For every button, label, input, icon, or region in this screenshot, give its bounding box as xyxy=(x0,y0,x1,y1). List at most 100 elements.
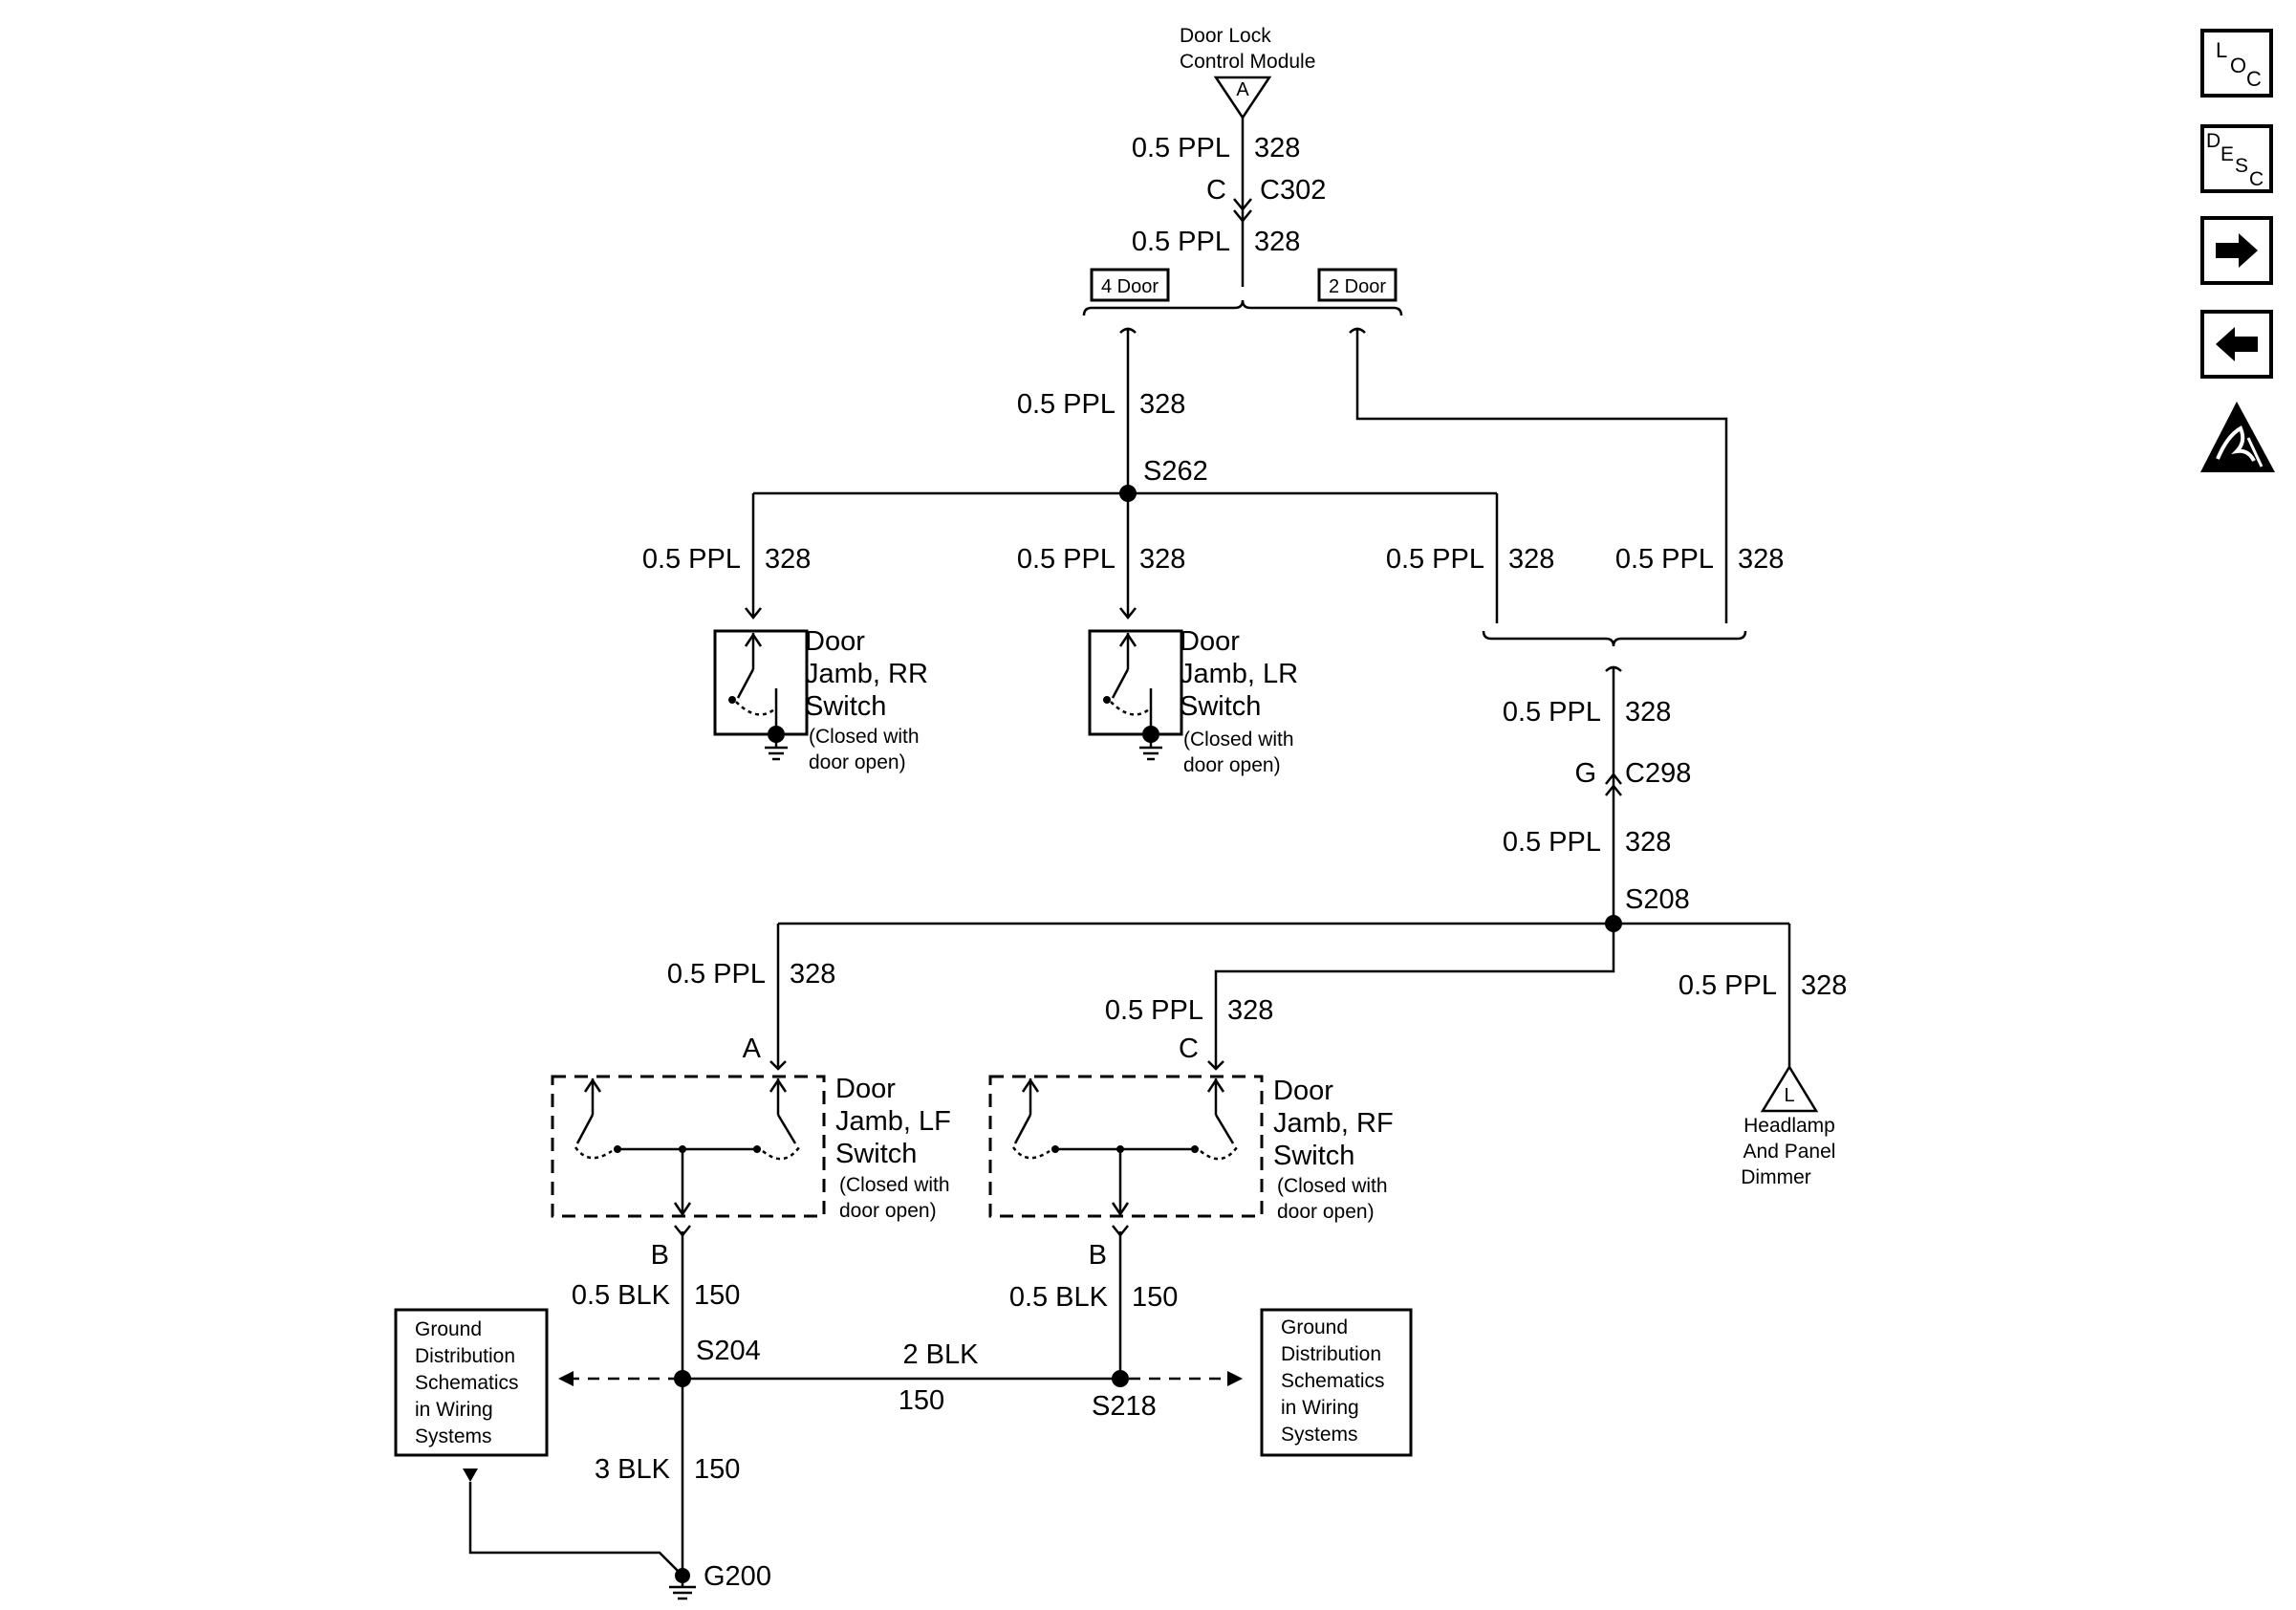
two-door-option-label: 2 Door xyxy=(1329,276,1386,297)
c302-wire-bottom: 0.5 PPL xyxy=(1132,227,1230,257)
lr-switch-note-2: door open) xyxy=(1183,754,1281,776)
ground-ref-left-line1: Ground xyxy=(415,1318,482,1340)
ground-distribution-ref-right[interactable] xyxy=(1260,1308,1413,1457)
next-page-button[interactable] xyxy=(2200,216,2273,285)
lf-switch-label-3: Switch xyxy=(835,1139,917,1169)
s218-splice-dot xyxy=(1112,1370,1129,1387)
desc-letter-d: D xyxy=(2206,130,2220,152)
rr-wire-size: 0.5 PPL xyxy=(642,544,741,575)
rf-right-blade xyxy=(1214,1114,1235,1144)
c298-wire-circuit-top: 328 xyxy=(1625,697,1671,728)
rr-switch-label-2: Jamb, RR xyxy=(805,659,928,689)
ground-ref-right-line1: Ground xyxy=(1281,1316,1348,1338)
ground-ref-left-line2: Distribution xyxy=(415,1345,515,1367)
rf-common-dot-left xyxy=(1051,1145,1059,1153)
lf-switch-note-1: (Closed with xyxy=(839,1174,950,1196)
description-button[interactable]: D E S C xyxy=(2200,124,2273,193)
arrow-right-icon xyxy=(2216,233,2258,268)
g200-splice-dot xyxy=(675,1568,690,1583)
rr-ground-dot xyxy=(768,726,785,743)
rf-left-arrow xyxy=(1021,1077,1040,1093)
lf-right-arrow xyxy=(769,1077,788,1093)
lr-switch-label-1: Door xyxy=(1180,626,1240,657)
rr-pivot xyxy=(728,696,736,704)
lf-left-arc xyxy=(574,1146,613,1160)
c298-pin: G xyxy=(1574,758,1596,789)
lr-wire-circuit: 328 xyxy=(1139,544,1185,575)
lr-dashed-arc xyxy=(1110,701,1150,716)
c302-circuit-top: 328 xyxy=(1254,133,1300,163)
lr-switch-blade xyxy=(1111,668,1130,699)
rf-right-arc xyxy=(1200,1146,1239,1161)
s204-reference-arrow xyxy=(558,1371,574,1386)
s262-right-wire-circuit: 328 xyxy=(1508,544,1554,575)
c298-join-bracket xyxy=(1482,630,1747,647)
rf-switch-note-1: (Closed with xyxy=(1277,1175,1388,1197)
rf-pin-out: B xyxy=(1089,1240,1107,1271)
rf-right-arrow xyxy=(1206,1077,1225,1093)
rf-switch-label-2: Jamb, RF xyxy=(1273,1108,1394,1139)
location-button[interactable]: L O C xyxy=(2200,29,2273,98)
ground-distribution-ref-left[interactable] xyxy=(394,1308,549,1457)
rr-switch-label-1: Door xyxy=(805,626,865,657)
two-door-lower-wire-circuit: 328 xyxy=(1738,544,1784,575)
rf-common-dot-right xyxy=(1191,1145,1199,1153)
lr-pivot xyxy=(1103,696,1111,704)
c302-pin: C xyxy=(1206,175,1226,206)
previous-page-button[interactable] xyxy=(2200,310,2273,379)
lf-common-dot-left xyxy=(614,1145,621,1153)
c302-connector-bottom xyxy=(1233,209,1252,223)
s218-reference-arrow xyxy=(1227,1371,1243,1386)
lf-ground-wire-circuit: 150 xyxy=(694,1280,740,1311)
four-door-wire-size: 0.5 PPL xyxy=(1017,389,1116,420)
ground-ref-left-line3: Schematics xyxy=(415,1372,519,1394)
lr-switch-box xyxy=(1088,629,1183,736)
s218-label: S218 xyxy=(1092,1391,1157,1422)
dimmer-label-2: And Panel xyxy=(1744,1141,1836,1163)
ground-ref-left-arrow xyxy=(463,1469,478,1482)
arrow-left-icon xyxy=(2216,327,2258,361)
lf-connector-in xyxy=(769,1060,787,1071)
s262-label: S262 xyxy=(1143,456,1208,487)
lf-feed-wire-size: 0.5 PPL xyxy=(667,959,766,990)
ground-wire-size: 3 BLK xyxy=(595,1454,671,1485)
lf-ground-wire-size: 0.5 BLK xyxy=(572,1280,671,1311)
dimmer-connector-triangle xyxy=(1760,1064,1819,1113)
rf-ground-wire-circuit: 150 xyxy=(1132,1282,1178,1313)
lf-left-blade xyxy=(575,1114,595,1144)
lf-left-arrow xyxy=(583,1077,602,1093)
c302-circuit-bottom: 328 xyxy=(1254,227,1300,257)
c298-name: C298 xyxy=(1625,758,1691,789)
rr-switch-blade xyxy=(736,668,755,699)
lr-contact-arrow xyxy=(1118,632,1137,647)
rf-left-arc xyxy=(1011,1146,1051,1160)
lr-connector xyxy=(1119,607,1137,620)
rr-contact-arrow xyxy=(744,632,763,647)
rf-output-arrow xyxy=(1111,1202,1130,1217)
rr-connector xyxy=(745,607,762,620)
ground-ref-right-line5: Systems xyxy=(1281,1424,1358,1446)
desc-letter-c: C xyxy=(2249,168,2264,190)
module-label-line2: Control Module xyxy=(1180,51,1315,73)
rr-switch-box xyxy=(713,629,809,736)
c298-connector-bottom xyxy=(1605,783,1622,796)
lf-pin-in: A xyxy=(743,1033,762,1064)
two-door-lower-wire-size: 0.5 PPL xyxy=(1615,544,1714,575)
c302-wire-top: 0.5 PPL xyxy=(1132,133,1230,163)
lf-switch-label-2: Jamb, LF xyxy=(835,1106,951,1137)
rf-switch-box xyxy=(988,1075,1264,1218)
option-split-bracket xyxy=(1082,299,1403,316)
lf-switch-note-2: door open) xyxy=(839,1200,937,1222)
four-door-option-label: 4 Door xyxy=(1101,276,1159,297)
lf-pin-out: B xyxy=(651,1240,669,1271)
c298-wire-size-top: 0.5 PPL xyxy=(1503,697,1601,728)
module-label-line1: Door Lock xyxy=(1180,25,1271,47)
g200-label: G200 xyxy=(704,1561,771,1592)
dimmer-wire-size: 0.5 PPL xyxy=(1679,970,1777,1001)
s208-label: S208 xyxy=(1625,884,1690,915)
esd-warning-icon xyxy=(2200,402,2275,472)
s262-right-wire-size: 0.5 PPL xyxy=(1386,544,1484,575)
rf-feed-wire-circuit: 328 xyxy=(1227,995,1273,1026)
module-pin: A xyxy=(1236,79,1249,100)
loc-letter-l: L xyxy=(2216,38,2227,62)
